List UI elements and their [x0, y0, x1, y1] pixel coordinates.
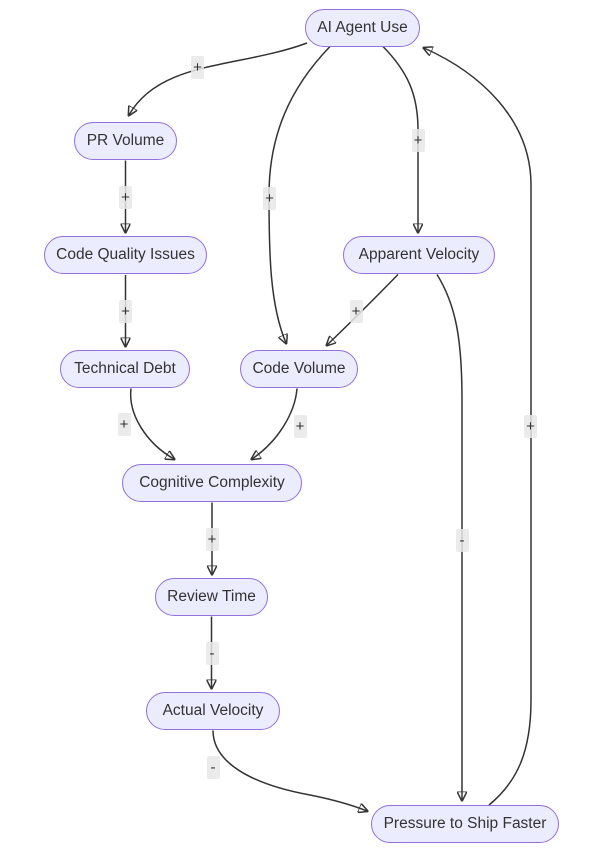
edge-label-av-to-cv: +	[349, 299, 363, 323]
edge-apparent-velocity-to-code-volume	[327, 273, 399, 346]
edge-label-actv-to-pressure: -	[206, 755, 220, 779]
edge-label-ai-to-pr: +	[191, 55, 204, 79]
node-pressure-to-ship-faster: Pressure to Ship Faster	[371, 805, 559, 843]
edge-label-pressure-to-ai: +	[524, 414, 537, 438]
edge-ai-agent-use-to-pr-volume	[129, 42, 308, 115]
edge-label-cqi-to-td: +	[119, 299, 132, 323]
edge-label-td-to-cc: +	[117, 412, 131, 436]
edge-label-av-to-pressure: -	[455, 528, 469, 552]
edge-label-ai-to-av: +	[411, 128, 425, 152]
edge-code-volume-to-cognitive-complexity	[252, 388, 298, 460]
edge-pressure-to-ship-faster-to-ai-agent-use	[424, 48, 532, 806]
edge-label-cc-to-rt: +	[205, 527, 219, 551]
node-ai-agent-use: AI Agent Use	[305, 9, 420, 47]
node-actual-velocity: Actual Velocity	[146, 692, 280, 730]
edge-actual-velocity-to-pressure-to-ship-faster	[212, 730, 367, 812]
edge-technical-debt-to-cognitive-complexity	[129, 388, 174, 460]
node-technical-debt: Technical Debt	[60, 350, 190, 388]
edge-label-rt-to-actv: -	[205, 641, 219, 665]
node-cognitive-complexity: Cognitive Complexity	[122, 464, 302, 502]
edge-ai-agent-use-to-apparent-velocity	[382, 45, 418, 233]
node-apparent-velocity: Apparent Velocity	[343, 236, 495, 274]
edge-ai-agent-use-to-code-volume	[268, 45, 331, 344]
node-review-time: Review Time	[155, 578, 268, 616]
node-code-volume: Code Volume	[240, 350, 358, 388]
edge-label-pr-to-cqi: +	[119, 185, 132, 209]
edge-label-ai-to-cv: +	[263, 186, 276, 210]
edge-label-cv-to-cc: +	[293, 414, 307, 438]
node-code-quality-issues: Code Quality Issues	[44, 236, 207, 274]
edge-apparent-velocity-to-pressure-to-ship-faster	[436, 274, 462, 801]
node-pr-volume: PR Volume	[74, 122, 177, 160]
